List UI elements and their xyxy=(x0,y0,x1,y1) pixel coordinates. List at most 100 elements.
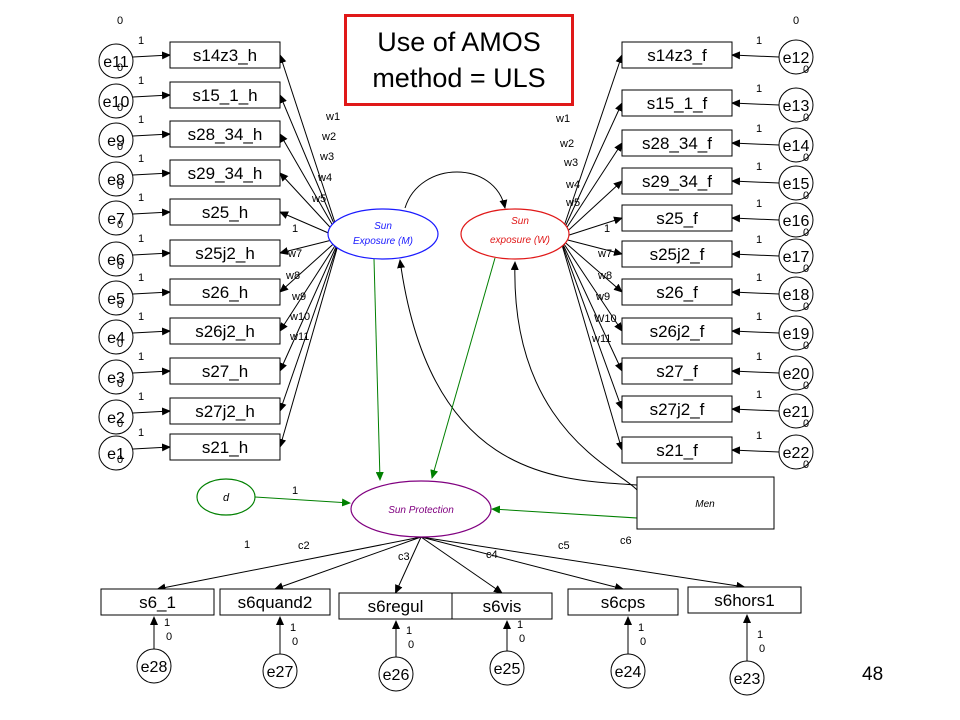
left-error-e9[interactable] xyxy=(98,122,134,158)
error-arrow xyxy=(731,51,780,60)
left-error-e4[interactable] xyxy=(98,319,134,355)
error-mean-label: 0 xyxy=(803,64,809,76)
right-error-e22[interactable] xyxy=(778,434,814,470)
left-box-s28_34_h[interactable] xyxy=(169,120,281,148)
bottom-error-e28[interactable] xyxy=(136,648,172,684)
left-box-s25_h[interactable] xyxy=(169,198,281,226)
error-weight-label: 1 xyxy=(756,198,762,210)
right-error-e20[interactable] xyxy=(778,355,814,391)
left-box-s27_h[interactable] xyxy=(169,357,281,385)
right-box-s29_34_f[interactable] xyxy=(621,167,733,195)
loading-arrow xyxy=(279,133,341,239)
sun-exposure-w-label-2: exposure (W) xyxy=(490,235,550,246)
right-error-e12[interactable] xyxy=(778,39,814,75)
error-weight-label: 1 xyxy=(756,389,762,401)
bottom-error-e25[interactable] xyxy=(489,650,525,686)
right-box-s25j2_f[interactable] xyxy=(621,240,733,268)
right-box-s27_f[interactable] xyxy=(621,357,733,385)
left-box-s15_1_h[interactable] xyxy=(169,81,281,109)
left-error-e8[interactable] xyxy=(98,161,134,197)
right-error-e21[interactable] xyxy=(778,393,814,429)
d-node[interactable] xyxy=(196,478,256,516)
error-mean-label: 0 xyxy=(117,378,123,390)
left-error-e5[interactable] xyxy=(98,280,134,316)
bottom-error-e24[interactable] xyxy=(610,653,646,689)
sun-protection-node[interactable] xyxy=(350,480,492,538)
bottom-error-e27[interactable] xyxy=(262,653,298,689)
error-arrow xyxy=(132,51,171,60)
left-box-s27j2_h[interactable] xyxy=(169,397,281,425)
loading-arrow xyxy=(278,54,341,239)
protection-path-label: c2 xyxy=(298,540,310,552)
bottom-error-e26[interactable] xyxy=(378,656,414,692)
right-box-s25_f[interactable] xyxy=(621,204,733,232)
error-arrow xyxy=(132,169,171,178)
loading-label: w9 xyxy=(595,291,610,303)
right-box-s15_1_f[interactable] xyxy=(621,89,733,117)
left-box-s14z3_h[interactable] xyxy=(169,41,281,69)
bottom-box-s6quand2[interactable] xyxy=(219,588,331,616)
loading-label: w11 xyxy=(289,331,309,343)
right-error-label: e16 xyxy=(783,213,810,230)
bottom-box-s6regul[interactable] xyxy=(338,592,453,620)
right-box-s28_34_f[interactable] xyxy=(621,129,733,157)
right-box-s21_f[interactable] xyxy=(621,436,733,464)
bottom-box-s6cps[interactable] xyxy=(567,588,679,616)
loading-label: w7 xyxy=(287,248,302,260)
bottom-error-e23[interactable] xyxy=(729,660,765,696)
loading-arrow xyxy=(559,237,623,332)
sun-exposure-m-node[interactable] xyxy=(327,208,439,260)
left-box-label: s27j2_h xyxy=(195,402,255,421)
right-box-s26j2_f[interactable] xyxy=(621,317,733,345)
bottom-box-s6vis[interactable] xyxy=(451,592,553,620)
right-error-e19[interactable] xyxy=(778,315,814,351)
left-error-e2[interactable] xyxy=(98,399,134,435)
left-error-e1[interactable] xyxy=(98,435,134,471)
right-box-s14z3_f[interactable] xyxy=(621,41,733,69)
left-box-label: s21_h xyxy=(202,438,248,457)
error-arrow xyxy=(132,91,171,100)
right-error-e13[interactable] xyxy=(778,87,814,123)
error-mean-label: 0 xyxy=(803,263,809,275)
left-error-e10[interactable] xyxy=(98,83,134,119)
right-error-label: e18 xyxy=(783,287,810,304)
covariance-arc xyxy=(404,171,508,209)
left-box-s26j2_h[interactable] xyxy=(169,317,281,345)
protection-path-label: c5 xyxy=(558,540,570,552)
loading-arrow xyxy=(279,237,341,372)
error-arrow xyxy=(731,405,780,414)
loading-label: w10 xyxy=(289,311,310,323)
men-node[interactable] xyxy=(636,476,775,530)
left-box-s21_h[interactable] xyxy=(169,433,281,461)
loading-label: w7 xyxy=(597,248,612,260)
right-box-s26_f[interactable] xyxy=(621,278,733,306)
error-weight-label: 1 xyxy=(756,83,762,95)
error-weight-label: 1 xyxy=(138,427,144,439)
error-mean-label: 0 xyxy=(759,643,765,655)
bottom-box-s6_1[interactable] xyxy=(100,588,215,616)
title-line-1: Use of AMOS xyxy=(377,27,541,57)
left-error-e3[interactable] xyxy=(98,359,134,395)
left-box-s25j2_h[interactable] xyxy=(169,239,281,267)
left-box-s29_34_h[interactable] xyxy=(169,159,281,187)
left-box-s26_h[interactable] xyxy=(169,278,281,306)
left-error-e7[interactable] xyxy=(98,200,134,236)
right-error-e15[interactable] xyxy=(778,165,814,201)
right-box-label: s29_34_f xyxy=(642,172,712,191)
right-box-s27j2_f[interactable] xyxy=(621,395,733,423)
error-mean-label: 0 xyxy=(408,639,414,651)
left-error-e11[interactable] xyxy=(98,43,134,79)
right-error-e16[interactable] xyxy=(778,202,814,238)
error-mean-label: 0 xyxy=(803,152,809,164)
sun-exposure-m-label-1: Sun xyxy=(374,221,392,232)
sun-exposure-w-node[interactable] xyxy=(460,208,570,260)
right-error-e18[interactable] xyxy=(778,276,814,312)
loading-label: w4 xyxy=(317,172,332,184)
right-error-e14[interactable] xyxy=(778,127,814,163)
d-to-protection xyxy=(254,496,351,507)
left-error-e6[interactable] xyxy=(98,241,134,277)
bottom-box-s6hors1[interactable] xyxy=(687,586,802,614)
left-box-label: s25j2_h xyxy=(195,244,255,263)
right-error-e17[interactable] xyxy=(778,238,814,274)
